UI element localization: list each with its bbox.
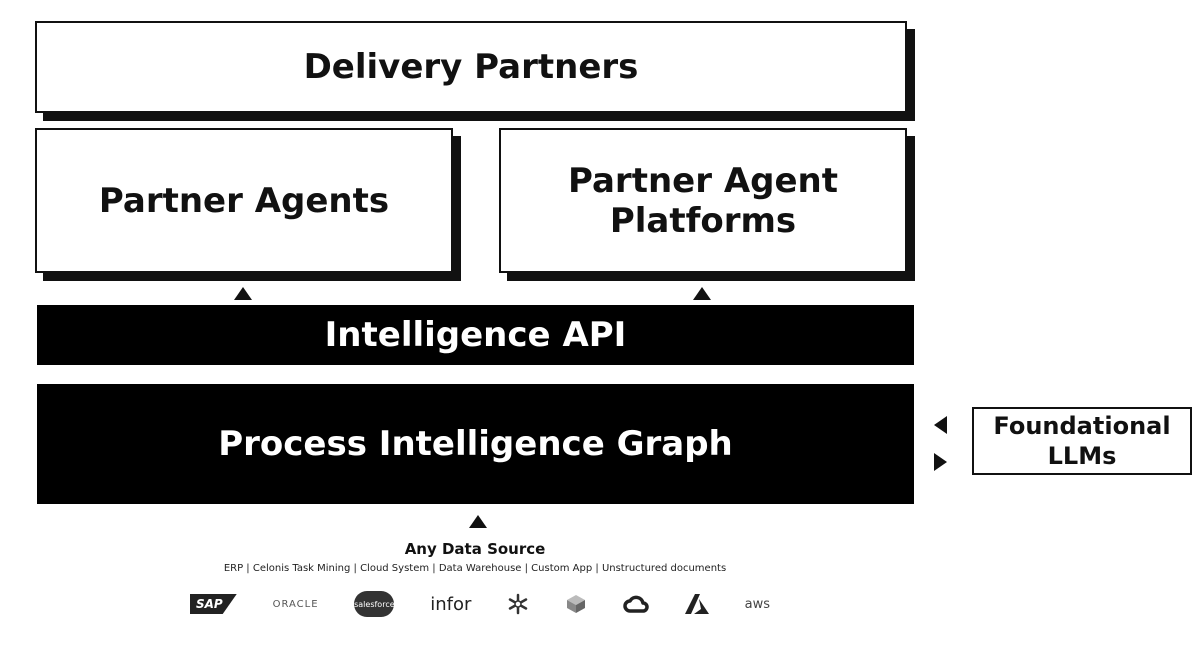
intelligence-api-label: Intelligence API	[324, 315, 627, 355]
arrow-up-icon	[469, 515, 487, 528]
snowflake-icon	[507, 593, 529, 615]
partner-agent-platforms-label: Partner Agent Platforms	[567, 160, 838, 241]
intelligence-api-bar: Intelligence API	[37, 305, 914, 365]
delivery-partners-label: Delivery Partners	[303, 47, 639, 87]
salesforce-logo: salesforce	[354, 591, 395, 617]
foundational-llms-label: Foundational LLMs	[993, 412, 1171, 470]
foundational-llms-box: Foundational LLMs	[972, 407, 1192, 475]
aws-logo: aws	[745, 597, 770, 612]
partner-agent-platforms-box: Partner Agent Platforms	[499, 128, 907, 273]
data-source-subtitle: ERP | Celonis Task Mining | Cloud System…	[223, 563, 727, 574]
delivery-partners-box: Delivery Partners	[35, 21, 907, 113]
partner-agents-label: Partner Agents	[98, 180, 390, 221]
google-cloud-icon	[623, 594, 649, 614]
arrow-up-icon	[234, 287, 252, 300]
database-cube-icon	[565, 593, 587, 615]
oracle-logo: ORACLE	[272, 598, 319, 610]
arrow-left-icon	[934, 416, 947, 434]
partner-agents-box: Partner Agents	[35, 128, 453, 273]
arrow-right-icon	[934, 453, 947, 471]
process-intelligence-graph-label: Process Intelligence Graph	[218, 424, 733, 464]
azure-icon	[684, 593, 709, 615]
arrow-up-icon	[693, 287, 711, 300]
process-intelligence-graph-box: Process Intelligence Graph	[37, 384, 914, 504]
data-source-logos: SAP ORACLE salesforce infor aws	[190, 584, 770, 624]
sap-logo: SAP	[190, 594, 237, 614]
infor-logo: infor	[430, 593, 472, 615]
aws-logo-text: aws	[744, 596, 770, 612]
data-source-title: Any Data Source	[404, 540, 546, 558]
